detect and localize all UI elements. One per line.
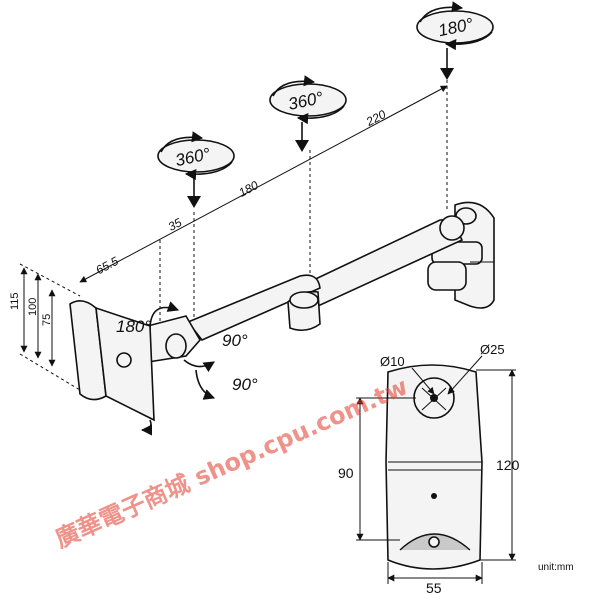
- upper-arm: [303, 215, 465, 308]
- rotation-disc-middle: 360°: [269, 75, 347, 152]
- dim-35: 35: [166, 215, 185, 234]
- rotation-disc-top: 180°: [416, 1, 494, 80]
- watermark-text: 廣華電子商城 shop.cpu.com.tw: [51, 372, 412, 553]
- hole-small-label: Ø10: [380, 354, 405, 369]
- dim-220: 220: [363, 107, 388, 129]
- dim-65-5: 65.5: [93, 254, 120, 277]
- side-dim-115: 115: [9, 292, 21, 310]
- tilt-head: [139, 301, 216, 400]
- wall-bracket: [427, 201, 495, 309]
- tilt-label: 180°: [116, 317, 151, 336]
- plate-dimensions: Ø10 Ø25 90 120 55: [338, 342, 520, 594]
- swivel-label-b: 90°: [232, 375, 258, 394]
- side-dimensions: 115 100 75: [9, 263, 81, 391]
- width-label: 55: [426, 580, 442, 594]
- height-total-label: 120: [496, 457, 520, 473]
- swivel-label-a: 90°: [222, 331, 248, 350]
- unit-label: unit:mm: [538, 562, 574, 573]
- arm-dimension-line: 65.5 35 180 220: [79, 80, 448, 322]
- lower-arm: [186, 274, 321, 341]
- side-dim-75: 75: [41, 314, 53, 326]
- hole-large-label: Ø25: [480, 342, 505, 357]
- side-dim-100: 100: [27, 298, 39, 316]
- height-inner-label: 90: [338, 465, 354, 481]
- vesa-plate-side: [69, 300, 155, 436]
- rotation-disc-left: 360°: [157, 131, 235, 208]
